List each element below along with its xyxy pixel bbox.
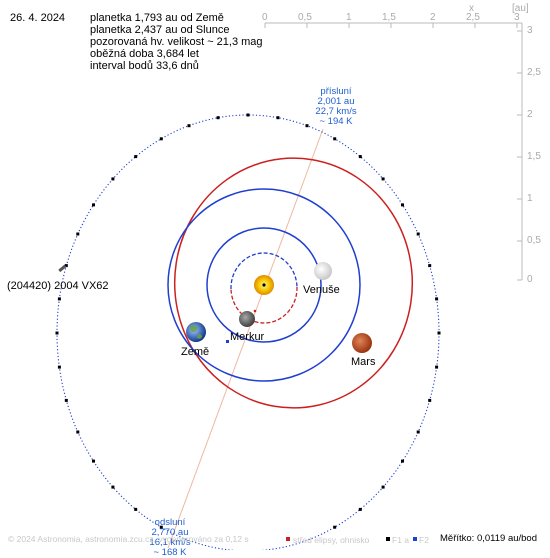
x-tick-0: 0 [262,12,268,23]
x-tick-2: 1 [346,12,352,23]
orbit-position-dot [333,137,337,141]
perihelion-temperature: ~ 194 K [319,116,353,127]
orbit-position-dot [159,137,163,141]
perihelion-distance: 2,001 au [317,96,355,107]
orbit-position-dot [358,155,362,159]
orbit-position-dot [64,398,68,402]
legend-f1-text: F1 a [392,535,410,545]
orbit-position-dot [76,232,80,236]
orbit-position-dot [57,297,61,301]
perihelion-label: přísluní 2,001 au 22,7 km/s ~ 194 K [308,87,364,127]
orbit-position-dot [305,124,309,128]
orbit-position-dot [381,177,385,181]
earth-icon [186,322,206,342]
orbit-position-dot [401,203,404,207]
legend-center-text: střed elipsy, ohnisko [293,535,370,545]
orbit-position-dot [64,264,68,268]
mars-orbit-far [267,157,414,406]
aphelion-title: odsluní [154,517,186,528]
scale-label: Měřítko: 0,0119 au/bod [440,533,537,544]
orbit-position-dot [358,507,362,511]
y-tick-2: 2 [527,109,533,120]
orbit-position-dot [381,485,385,489]
y-tick-5: 0,5 [527,235,541,246]
orbit-position-dot [401,459,404,463]
orbit-position-dot [134,155,138,159]
orbit-position-dot [57,365,61,369]
asteroid-label: (204420) 2004 VX62 [7,280,109,292]
earth-orbit [167,188,361,382]
x-tick-3: 1,5 [382,12,396,23]
asteroid-icon [58,264,67,273]
y-tick-0: 3 [527,25,533,36]
y-tick-1: 2,5 [527,67,541,78]
orbit-position-dot [76,430,80,434]
distance-from-sun: planetka 2,437 au od Slunce [90,24,230,36]
y-axis-ticks [517,30,522,281]
x-tick-5: 2,5 [466,12,480,23]
x-axis-name: x [469,3,474,14]
orbit-position-dot [416,232,420,236]
orbit-position-dot [428,398,432,402]
legend-f1-square [386,537,390,541]
orbit-position-dot [416,430,420,434]
orbit-position-dot [435,297,439,301]
mars-icon [352,333,372,353]
orbit-position-dot [92,459,95,463]
x-axis-ticks [264,23,518,28]
ellipse-center-marker [253,309,257,313]
orbit-position-dot [435,365,439,369]
date-label: 26. 4. 2024 [10,12,66,24]
aphelion-speed: 16,1 km/s [149,537,191,548]
orbit-position-dot [216,116,220,120]
magnitude: pozorovaná hv. velikost ~ 21,3 mag [90,36,263,48]
perihelion-speed: 22,7 km/s [315,106,357,117]
mercury-label: Merkur [230,331,265,343]
orbit-position-dot [246,113,250,117]
aphelion-distance: 2,770 au [151,527,189,538]
legend-f2-square [413,537,417,541]
earth-label: Země [181,346,210,358]
orbit-position-dot [111,485,115,489]
orbit-position-dot [134,507,138,511]
perihelion-title: přísluní [320,86,352,97]
y-tick-3: 1,5 [527,151,541,162]
venus-orbit [206,227,322,343]
venus-label: Venuše [303,284,340,296]
x-tick-4: 2 [430,12,436,23]
mercury-orbit-near [230,286,298,324]
orbit-position-dot [92,203,95,207]
mercury-icon [239,311,255,327]
distance-from-earth: planetka 1,793 au od Země [90,12,224,24]
y-tick-4: 1 [527,193,533,204]
venus-icon [314,262,332,280]
orbit-position-dot [159,525,163,529]
legend-f2-text: F2 [419,535,429,545]
orbit-position-dot [55,331,59,335]
mars-label: Mars [351,356,376,368]
axes [264,22,523,281]
orbit-position-dot [333,525,337,529]
asteroid-position-dots [55,113,441,529]
orbital-period: oběžná doba 3,684 let [90,48,199,60]
orbit-position-dot [428,264,432,268]
info-panel: planetka 1,793 au od Země planetka 2,437… [90,12,263,72]
orbit-position-dot [111,177,115,181]
x-tick-6: 3 [514,12,520,23]
orbit-position-dot [276,116,280,120]
second-focus-marker [226,340,229,343]
orbit-position-dot [187,124,191,128]
x-tick-1: 0,5 [298,12,312,23]
legend-center-square [286,537,290,541]
mars-orbit-near [173,160,320,409]
orbit-position-dot [437,331,441,335]
mercury-orbit-far [230,252,298,290]
copyright-footer: © 2024 Astronomia, astronomia.zcu.cz, vy… [8,534,249,544]
point-interval: interval bodů 33,6 dnů [90,60,199,72]
y-tick-6: 0 [527,274,533,285]
focus-marker [262,283,266,287]
axis-unit: [au] [512,3,529,14]
